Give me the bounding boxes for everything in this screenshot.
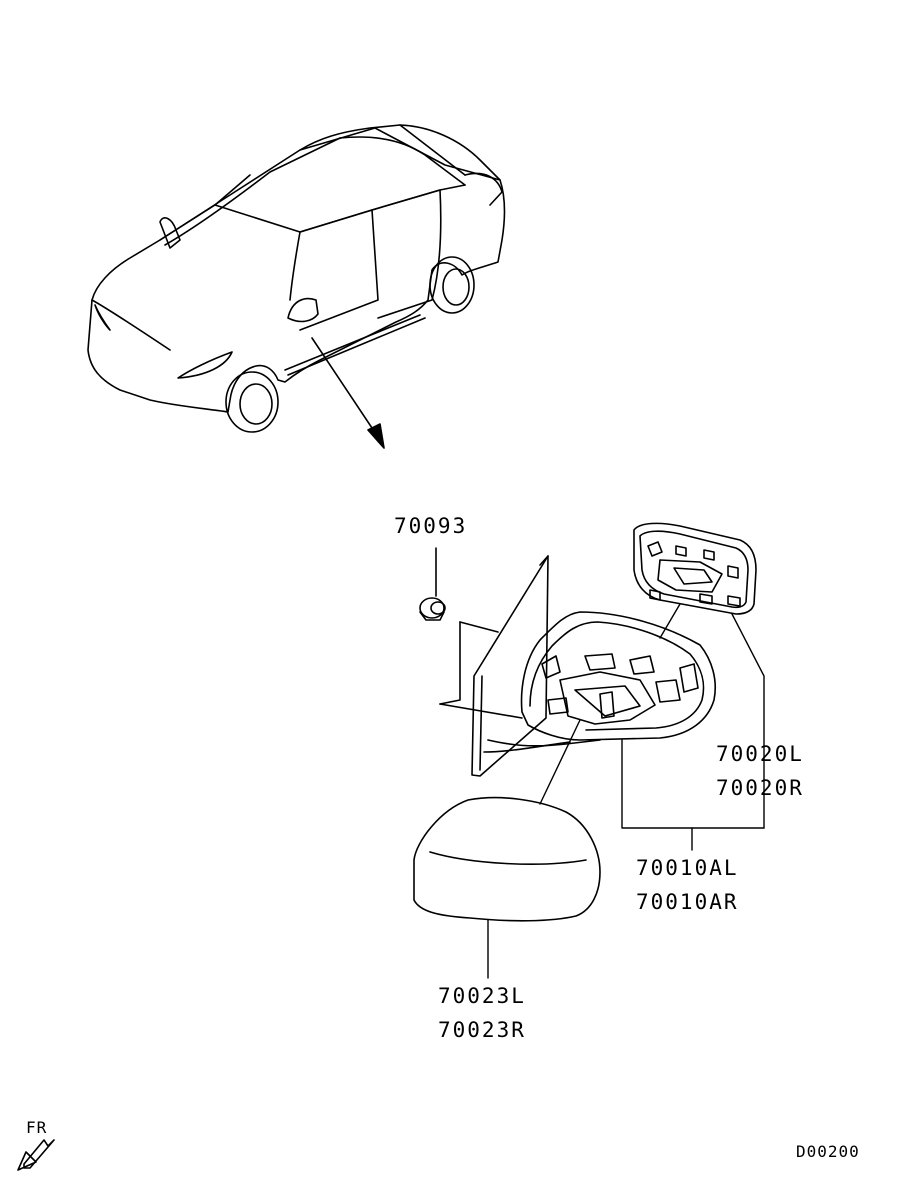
callout-mirror-cover-right: 70023R: [438, 1018, 526, 1042]
diagram-id: D00200: [796, 1142, 860, 1161]
leader-lines: [487, 603, 765, 979]
callout-mirror-glass-right: 70020R: [716, 776, 804, 800]
mirror-glass: [633, 522, 757, 615]
door-mount-plate: [439, 555, 549, 777]
front-direction-arrow-icon: [17, 1139, 55, 1171]
car-illustration: [87, 124, 506, 449]
callout-clip: 70093: [394, 514, 468, 538]
clip-part: [419, 547, 446, 621]
callout-mirror-glass-left: 70020L: [716, 742, 804, 766]
callout-mirror-cover-left: 70023L: [438, 984, 526, 1008]
mirror-cover: [413, 796, 601, 922]
orientation-label: FR: [26, 1118, 48, 1137]
callout-mirror-assy-right: 70010AR: [636, 890, 739, 914]
mirror-housing: [483, 611, 716, 753]
callout-mirror-assy-left: 70010AL: [636, 856, 739, 880]
